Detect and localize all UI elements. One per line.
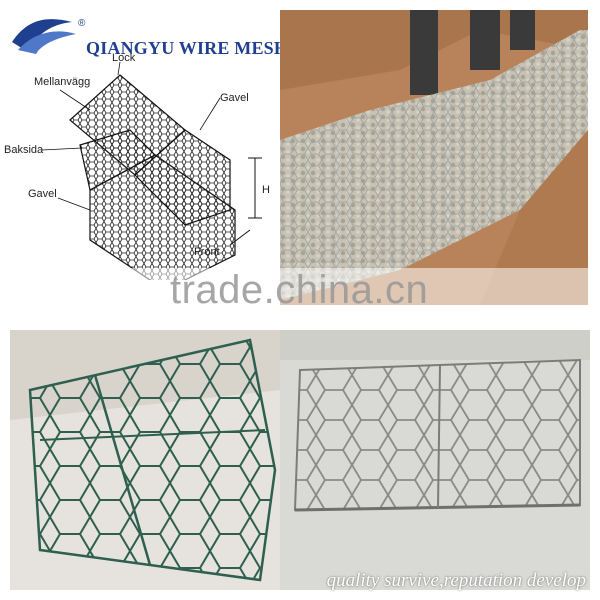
silver-gabion-photo xyxy=(280,330,590,590)
gabion-diagram-panel: ® QIANGYU WIRE MESH xyxy=(0,0,288,300)
label-baksida: Baksida xyxy=(4,144,44,156)
watermark-text: trade.china.cn xyxy=(170,268,429,312)
label-gavel-left: Gavel xyxy=(28,188,57,200)
brand-logo-icon xyxy=(12,19,76,54)
watermark-band: trade.china.cn xyxy=(0,268,600,312)
gabion-wall-photo xyxy=(280,10,588,305)
green-gabion-photo xyxy=(10,330,280,590)
label-lock: Lock xyxy=(112,52,136,64)
label-mellanvagg: Mellanvägg xyxy=(34,76,91,88)
slogan-text: quality survive,reputation develop xyxy=(326,570,586,591)
gabion-box-drawing xyxy=(41,61,262,280)
label-h: H xyxy=(262,184,270,196)
brand-name: QIANGYU WIRE MESH xyxy=(86,38,289,58)
label-front: Front xyxy=(194,246,220,258)
brand-header: ® QIANGYU WIRE MESH xyxy=(8,8,308,58)
registered-mark: ® xyxy=(78,18,86,29)
label-gavel-top: Gavel xyxy=(220,92,249,104)
